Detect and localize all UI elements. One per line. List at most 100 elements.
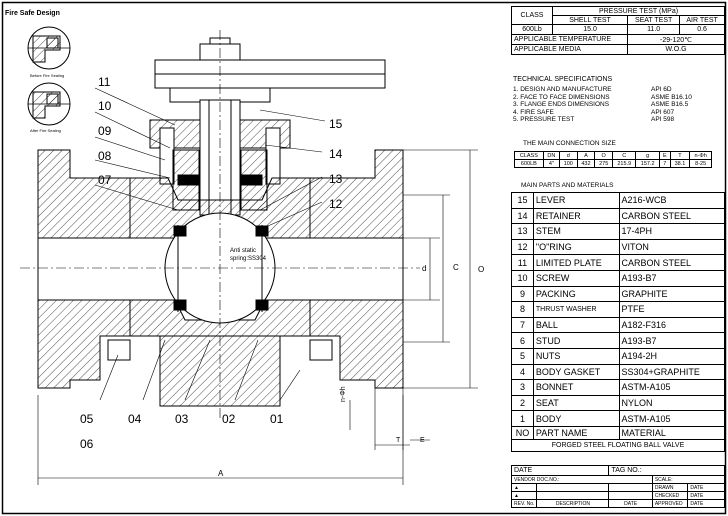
parts-cell-no: 14: [511, 207, 534, 225]
parts-cell-mat: ASTM-A105: [618, 379, 726, 396]
parts-cell-no: 7: [511, 316, 534, 334]
dim-T: T: [396, 437, 401, 444]
shell-test-header: SHELL TEST: [551, 15, 629, 25]
parts-cell-no: 3: [511, 379, 534, 396]
air-test-header: AIR TEST: [679, 15, 725, 25]
fire-safe-title: Fire Safe Design: [5, 10, 60, 17]
connection-table: CLASS DN d A O C g E T n-Φh 600LB 4" 100…: [514, 151, 712, 168]
parts-cell-no: 13: [511, 223, 534, 240]
dim-d: d: [422, 264, 427, 273]
parts-cell-mat: 17-4PH: [618, 223, 726, 240]
rev-no-label: REV. No.: [510, 499, 538, 508]
parts-cell-no: 11: [511, 254, 534, 271]
dim-A: A: [218, 469, 224, 478]
callout-10: 10: [98, 99, 112, 113]
approved-label: APPROVED: [651, 499, 689, 508]
checked-label: CHECKED: [651, 491, 689, 500]
parts-header-no: NO: [511, 425, 534, 440]
parts-cell-no: 8: [511, 301, 534, 318]
conn-h-nphih: n-Φh: [689, 151, 712, 160]
fire-safe-before-detail: [27, 26, 71, 70]
centre-lines: [20, 30, 420, 420]
drawing-title: FORGED STEEL FLOATING BALL VALVE: [511, 438, 725, 452]
conn-h-d: d: [558, 151, 578, 160]
parts-cell-mat: SS304+GRAPHITE: [618, 363, 726, 381]
parts-cell-name: SCREW: [532, 269, 620, 287]
parts-cell-name: STUD: [532, 332, 620, 349]
callout-14: 14: [329, 147, 343, 161]
parts-cell-name: THRUST WASHER: [532, 301, 620, 318]
temp-label: APPLICABLE TEMPERATURE: [510, 34, 629, 45]
callout-05: 05: [80, 412, 94, 426]
parts-cell-no: 6: [511, 332, 534, 349]
parts-header-mat: MATERIAL: [618, 425, 726, 440]
title-tag-label: TAG NO.:: [608, 465, 725, 476]
parts-cell-mat: GRAPHITE: [618, 285, 726, 303]
parts-cell-no: 15: [511, 192, 534, 209]
antistatic-label: Anti static: [230, 248, 257, 254]
callout-13: 13: [329, 172, 343, 186]
callout-04: 04: [128, 412, 142, 426]
conn-v-g: 157.2: [635, 159, 660, 168]
parts-cell-mat: A193-B7: [618, 269, 726, 287]
tech-spec-value: API 6D: [651, 86, 672, 93]
parts-cell-no: 2: [511, 394, 534, 412]
checked-date-label: DATE: [687, 491, 725, 500]
conn-h-a: A: [576, 151, 596, 160]
parts-cell-name: BALL: [532, 316, 620, 334]
dim-C: C: [453, 263, 459, 272]
seat-test-header: SEAT TEST: [627, 15, 681, 25]
after-fire-label: After Fire Sealing: [30, 128, 61, 133]
parts-cell-mat: VITON: [618, 238, 726, 256]
approved-date-label: DATE: [687, 499, 725, 508]
conn-v-t: 38.1: [669, 159, 691, 168]
callout-01: 01: [270, 412, 284, 426]
pressure-row-class: 600Lb: [511, 24, 553, 35]
parts-cell-mat: ASTM-A105: [618, 410, 726, 427]
scale-label: SCALE:: [651, 475, 726, 484]
parts-header-row: NO PART NAME MATERIAL: [511, 425, 726, 440]
parts-cell-name: NUTS: [532, 347, 620, 365]
conn-h-o: O: [594, 151, 614, 160]
tech-spec-key: 4. FIRE SAFE: [513, 108, 554, 116]
dimension-lines: [37, 149, 478, 485]
parts-cell-mat: CARBON STEEL: [618, 207, 726, 225]
parts-cell-name: LIMITED PLATE: [532, 254, 620, 271]
dim-nphih: n-Φh: [340, 386, 347, 402]
callout-15: 15: [329, 117, 343, 131]
parts-cell-no: 9: [511, 285, 534, 303]
tech-spec-value: ASME B16.5: [651, 101, 689, 109]
media-label: APPLICABLE MEDIA: [510, 44, 629, 55]
conn-v-dn: 4": [542, 159, 560, 168]
dim-O: O: [478, 265, 485, 274]
pressure-row-seat: 11.0: [627, 24, 681, 35]
conn-h-class: CLASS: [514, 151, 544, 160]
parts-cell-mat: PTFE: [618, 301, 726, 318]
pressure-row-air: 0.6: [679, 24, 725, 35]
callout-09: 09: [98, 124, 112, 138]
dim-E: E: [420, 437, 425, 444]
tech-spec-value: ASME B16.10: [651, 93, 692, 101]
parts-cell-mat: A216-WCB: [618, 192, 726, 209]
parts-cell-name: RETAINER: [532, 207, 620, 225]
parts-cell-no: 1: [511, 410, 534, 427]
pressure-test-table: CLASS PRESSURE TEST (MPa) SHELL TEST SEA…: [510, 6, 725, 55]
conn-v-e: 7: [658, 159, 671, 168]
pressure-header: PRESSURE TEST (MPa): [552, 6, 725, 16]
title-date-label: DATE: [510, 465, 610, 476]
